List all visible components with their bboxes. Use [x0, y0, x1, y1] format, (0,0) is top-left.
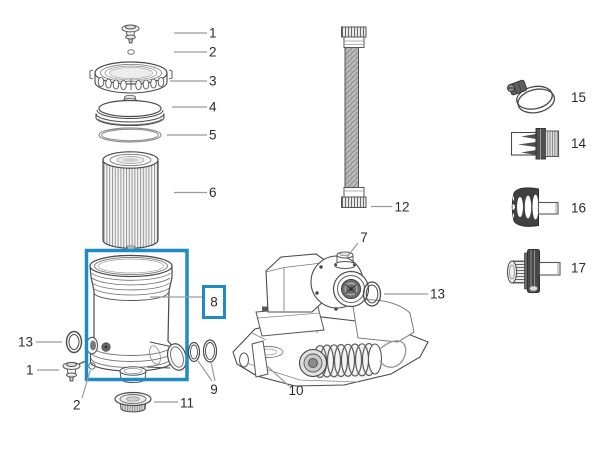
part-threaded-adapter [507, 249, 561, 293]
callout-5: 5 [209, 128, 217, 143]
pump-inlet-connector [239, 340, 269, 378]
callout-2: 2 [209, 45, 217, 60]
callout-11: 11 [180, 396, 194, 411]
part-strainer-grid [114, 391, 152, 413]
leader-line-7 [346, 242, 359, 258]
callout-16: 16 [571, 201, 586, 216]
part-filter-housing-lid [89, 61, 173, 94]
part-threaded-nut [511, 187, 559, 227]
part-hose [341, 26, 367, 208]
part-inlet-o-ring [65, 330, 83, 354]
part-lid-o-ring [98, 127, 162, 143]
callout-17: 17 [571, 261, 586, 276]
callout-10: 10 [288, 383, 303, 398]
callout-2-left: 2 [73, 398, 81, 413]
part-air-release-valve-spare [62, 360, 86, 382]
pump-volute [310, 255, 370, 311]
callout-14: 14 [571, 136, 587, 151]
callout-15: 15 [571, 90, 586, 105]
leader-line-2-left [81, 369, 92, 399]
part-hose-adapter [510, 128, 560, 160]
leader-line-10 [266, 365, 290, 387]
callout-1-left: 1 [26, 363, 34, 378]
callout-4: 4 [209, 100, 217, 115]
callout-3: 3 [209, 74, 217, 89]
part-connector-o-rings [187, 339, 218, 363]
callout-7: 7 [360, 230, 368, 245]
callout-13-left: 13 [18, 335, 33, 350]
callout-8-box [202, 285, 226, 319]
highlight-box-part-8 [84, 248, 189, 382]
leader-lines-9 [197, 360, 216, 382]
callout-9: 9 [210, 382, 218, 397]
part-filter-tank [85, 254, 188, 384]
callout-1: 1 [209, 26, 217, 41]
callout-6: 6 [209, 185, 217, 200]
callout-8: 8 [210, 295, 218, 310]
part-filter-cartridge [102, 151, 159, 252]
callout-12: 12 [395, 200, 410, 215]
part-air-release-valve [121, 24, 140, 44]
part-hose-clamp [506, 79, 556, 114]
pump-power-cord-coil [298, 340, 407, 379]
part-lid-cap [95, 94, 165, 127]
part-outlet-o-ring [362, 281, 382, 307]
part-tiny-o-ring [88, 362, 96, 370]
callout-13-right: 13 [430, 287, 445, 302]
part-small-o-ring [127, 49, 135, 55]
leader-lines-top-stack [167, 32, 207, 194]
